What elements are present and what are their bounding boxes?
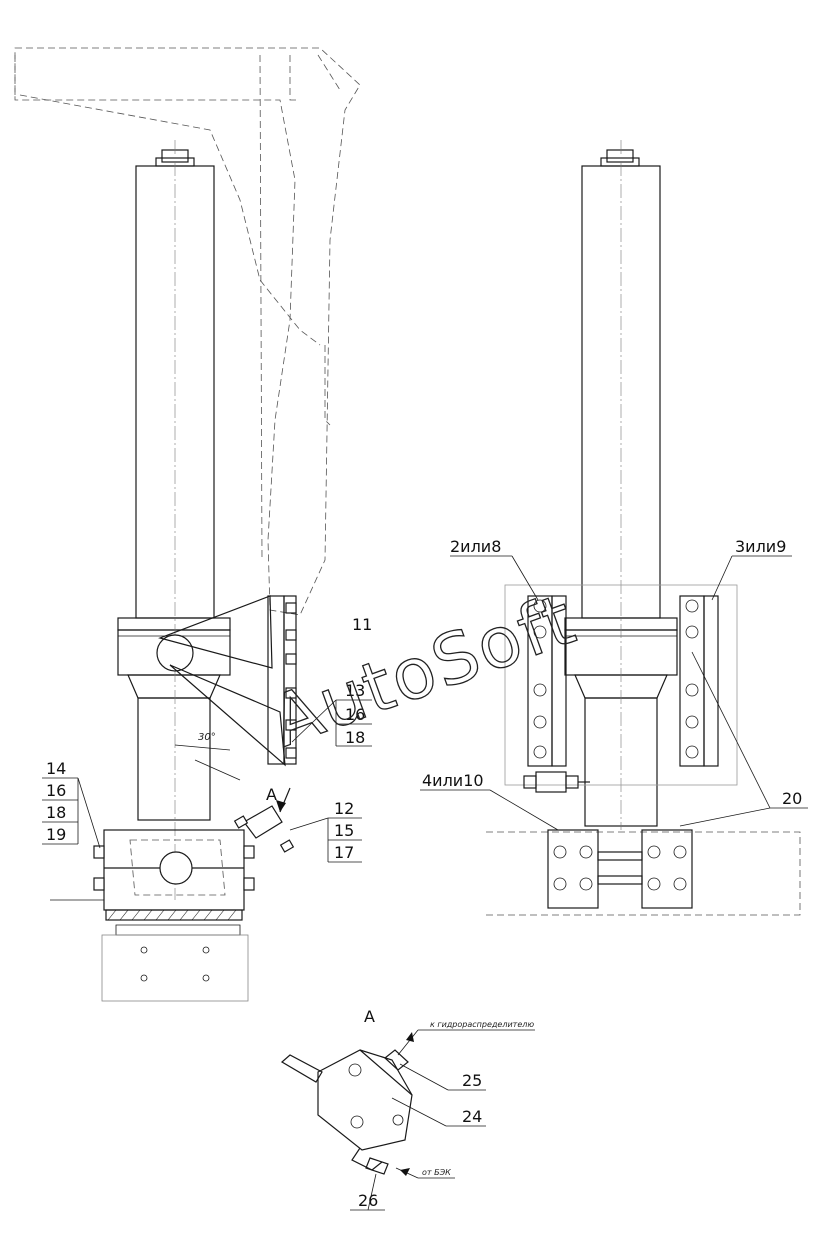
detail-a-title: A — [364, 1007, 375, 1026]
note-to-distributor: к гидрораспределителю — [430, 1020, 534, 1029]
right-base-assembly — [486, 829, 801, 916]
left-triangle-bracket — [158, 595, 297, 767]
base-bolts — [553, 845, 687, 891]
callout-19: 19 — [46, 825, 66, 844]
callout-25: 25 — [462, 1071, 482, 1090]
truck-body-outline — [14, 47, 361, 616]
watermark: AutoSoft — [261, 578, 587, 763]
label-base: 4или10 — [422, 771, 484, 790]
callout-16b: 16 — [46, 781, 66, 800]
label-right-bracket: 3или9 — [735, 537, 786, 556]
callout-26: 26 — [358, 1191, 378, 1210]
label-left-bracket: 2или8 — [450, 537, 501, 556]
callout-14-16-18-19: 14 16 18 19 — [42, 759, 101, 849]
bracket-bolts — [285, 602, 297, 759]
callout-4-or-10: 4или10 — [420, 771, 559, 831]
callout-20: 20 — [679, 651, 808, 827]
detail-a-view: A к гидрораспределителю 25 24 от БЭК 26 — [280, 1007, 535, 1211]
callout-24: 24 — [462, 1107, 482, 1126]
callout-11: 11 — [352, 615, 372, 634]
right-hydraulic-cylinder — [504, 140, 738, 830]
callout-12: 12 — [334, 799, 354, 818]
callout-3-or-9: 3или9 — [711, 537, 792, 601]
callout-13-16-18: 13 16 18 — [291, 681, 372, 747]
angle-label: 30° — [198, 732, 216, 743]
view-a-label: A — [266, 785, 277, 804]
callout-18b: 18 — [46, 803, 66, 822]
right-valve-fitting — [523, 771, 590, 793]
callout-13: 13 — [345, 681, 365, 700]
callout-15: 15 — [334, 821, 354, 840]
view-a-marker: A — [266, 785, 291, 813]
label-20: 20 — [782, 789, 802, 808]
callout-16a: 16 — [345, 705, 365, 724]
callout-14: 14 — [46, 759, 66, 778]
left-hydraulic-cylinder — [117, 140, 231, 900]
callout-18a: 18 — [345, 728, 365, 747]
callout-12-15-17: 12 15 17 — [289, 799, 362, 863]
left-base-assembly — [50, 829, 255, 1002]
left-valve-assembly — [233, 805, 295, 853]
right-side-brackets — [527, 595, 719, 767]
callout-17: 17 — [334, 843, 354, 862]
note-from-bek: от БЭК — [422, 1168, 451, 1177]
callout-2-or-8: 2или8 — [450, 537, 539, 601]
right-bracket-bolts — [533, 599, 699, 759]
angle-dimension: 30° — [174, 732, 241, 781]
